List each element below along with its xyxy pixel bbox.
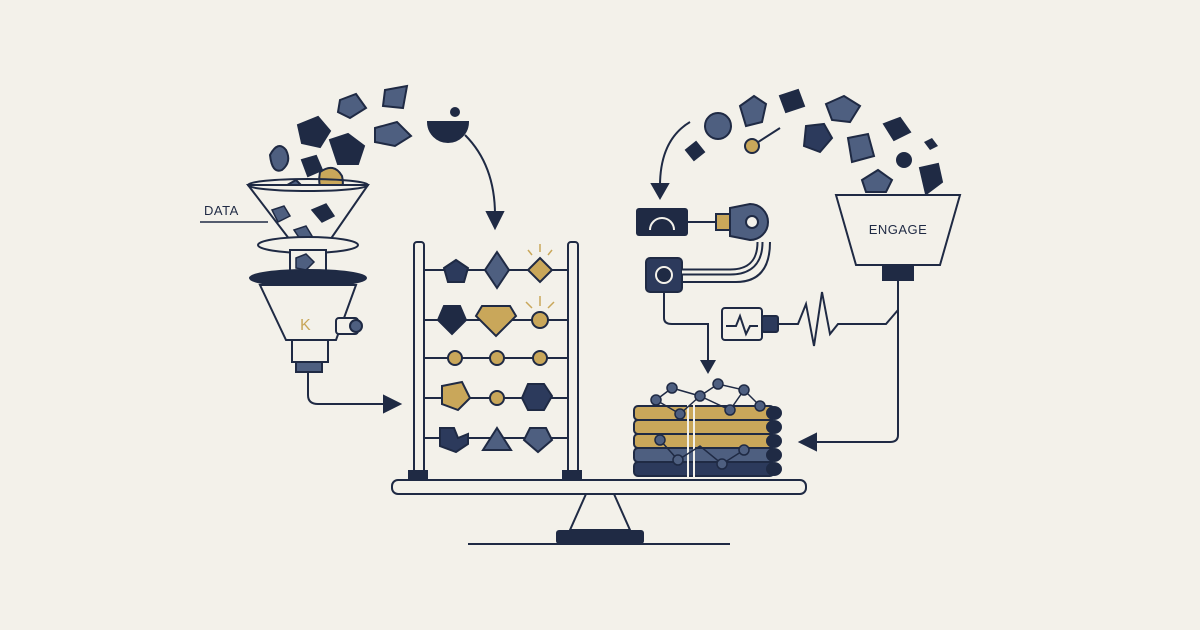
diamond-icon bbox=[483, 250, 511, 290]
connector-icon bbox=[797, 281, 899, 452]
diamond-icon bbox=[436, 305, 468, 336]
diamond-icon bbox=[439, 427, 469, 454]
diamond-icon bbox=[441, 380, 472, 412]
funnel-icon: K bbox=[245, 178, 370, 373]
diamond-icon bbox=[522, 427, 554, 454]
diamond-icon bbox=[520, 383, 554, 411]
connector-icon bbox=[464, 134, 505, 231]
data-label-group: DATA bbox=[200, 203, 268, 223]
connector-icon bbox=[650, 121, 691, 201]
diamond-icon bbox=[442, 258, 470, 283]
bundle-icon bbox=[633, 378, 782, 478]
data-label: DATA bbox=[204, 203, 239, 218]
diamond-icon bbox=[481, 426, 513, 451]
waveform-icon bbox=[721, 291, 899, 347]
funnel-icon: ENGAGE bbox=[834, 194, 962, 281]
abacus-icon bbox=[408, 241, 582, 480]
funnel-mark: K bbox=[300, 317, 311, 334]
diamond-icon bbox=[474, 305, 518, 338]
right-pebble-arc bbox=[684, 88, 944, 196]
connector-icon bbox=[636, 202, 771, 374]
balance-scale-icon bbox=[391, 479, 807, 545]
diamond-icon bbox=[526, 256, 554, 284]
engage-label: ENGAGE bbox=[869, 222, 928, 237]
connector-icon bbox=[307, 372, 403, 414]
